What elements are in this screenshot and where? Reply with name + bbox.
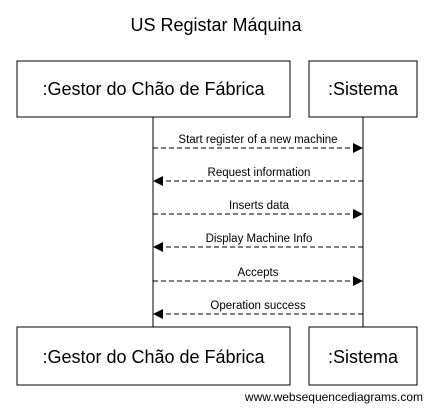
message-5: Accepts [153, 267, 363, 286]
message-3: Inserts data [153, 200, 363, 219]
participant-gestor-bottom: :Gestor do Chão de Fábrica [16, 326, 291, 386]
participant-sistema-bottom: :Sistema [308, 326, 418, 386]
message-4-label: Display Machine Info [206, 233, 313, 245]
message-1-label: Start register of a new machine [178, 134, 337, 146]
footer-watermark: www.websequencediagrams.com [244, 390, 423, 404]
message-2-label: Request information [208, 167, 311, 179]
message-6: Operation success [153, 300, 363, 319]
diagram-title: US Registar Máquina [130, 15, 302, 35]
participant-sistema-top-label: :Sistema [328, 79, 399, 99]
message-6-label: Operation success [210, 300, 305, 312]
participant-sistema-bottom-label: :Sistema [328, 347, 399, 367]
participant-sistema-top: :Sistema [308, 60, 418, 118]
participant-gestor-bottom-label: :Gestor do Chão de Fábrica [42, 347, 265, 367]
participant-gestor-top: :Gestor do Chão de Fábrica [16, 60, 291, 118]
message-4: Display Machine Info [153, 233, 363, 252]
message-5-label: Accepts [238, 267, 279, 279]
message-1: Start register of a new machine [153, 134, 363, 153]
participant-gestor-top-label: :Gestor do Chão de Fábrica [42, 79, 265, 99]
message-2: Request information [153, 167, 363, 186]
message-3-label: Inserts data [229, 200, 290, 212]
